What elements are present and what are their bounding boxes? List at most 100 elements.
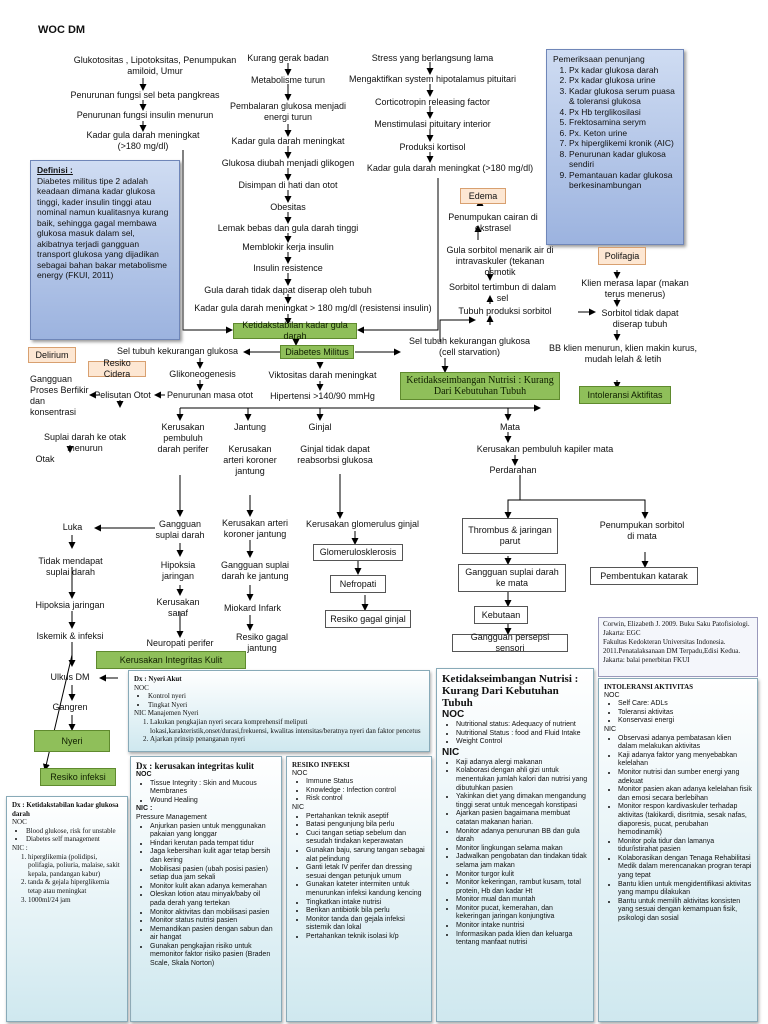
card-list-item: Nutritional Status : food and Fluid Inta…	[456, 730, 588, 739]
card-list-item: Pertahankan teknik aseptif	[306, 813, 426, 822]
nyeri-box: Nyeri	[34, 730, 110, 752]
card-list-item: Informasikan pada klien dan keluarga ten…	[456, 931, 588, 948]
card-list-item: Jaga kebersihan kulit agar tetap bersih …	[150, 848, 276, 865]
flow-col3-4: Menstimulasi pituitary interior	[374, 119, 491, 129]
jantung-2: Kerusakan arteri koroner jantung	[221, 518, 289, 539]
card-list-item: Monitor status nutrisi pasien	[150, 917, 276, 926]
delirium-box: Delirium	[28, 347, 76, 363]
card-list-item: Monitor lingkungan selama makan	[456, 845, 588, 854]
card-list-item: Anjurkan pasien untuk menggunakan pakaia…	[150, 823, 276, 840]
perifer-2: Hipoksia jaringan	[160, 560, 196, 581]
card-list-item: Kolaborasikan dengan Tenaga Rehabilitasi…	[618, 855, 752, 881]
exam-item: Penurunan kadar glukosa sendiri	[569, 149, 677, 170]
card-list-item: Gunakan pengkajian risiko untuk memonito…	[150, 943, 276, 969]
perifer-3: Kerusakan saraf	[156, 597, 200, 618]
card-list-item: Tissue Integrity : Skin and Mucous Membr…	[150, 780, 276, 797]
card-infeksi-nic: NIC	[292, 803, 305, 811]
card-nyeri-noc-list: Kontrol nyeriTingkat Nyeri	[134, 692, 424, 709]
flow-col2-12: Kadar gula darah meningkat > 180 mg/dl (…	[194, 303, 432, 313]
exam-item: Frektosamina serym	[569, 117, 677, 128]
card-list-item: Ajarkan pasien bagaimana membuat catatan…	[456, 810, 588, 827]
flow-col2-7: Obesitas	[270, 202, 306, 212]
card-list-item: Kaji adanya alergi makanan	[456, 759, 588, 768]
card-list-item: Immune Status	[306, 778, 426, 787]
jantung-4: Miokard Infark	[223, 603, 282, 613]
card-list-item: Diabetes self management	[26, 835, 122, 844]
card-list-item: Monitor aktivitas dan mobilisasi pasien	[150, 909, 276, 918]
card-infeksi-title: RESIKO INFEKSI	[292, 761, 350, 769]
flow-right-5: Sel tubuh kekurangan glukosa (cell starv…	[408, 336, 531, 357]
mata-3: Thrombus & jaringan parut	[462, 518, 558, 554]
intoleransi-box: Intoleransi Aktifitas	[579, 386, 671, 404]
card-list-item: Hindari kerutan pada tempat tidur	[150, 840, 276, 849]
card-nyeri: Dx : Nyeri Akut NOC Kontrol nyeriTingkat…	[128, 670, 430, 752]
card-kulit-nic-sub: Pressure Management	[136, 813, 207, 821]
card-list-item: Lakukan pengkajian nyeri secara komprehe…	[150, 718, 424, 735]
edema-box: Edema	[460, 188, 506, 204]
ginjal-2: Kerusakan glomerulus ginjal	[305, 519, 420, 529]
exam-list: Px kadar glukosa darahPx kadar glukosa u…	[553, 65, 677, 191]
exam-item: Kadar glukosa serum puasa & toleransi gl…	[569, 86, 677, 107]
card-aktifitas-noc-list: Self Care: ADLsToleransi aktivitasKonser…	[604, 700, 752, 726]
flow-mid-1: Viktositas darah meningkat	[268, 370, 377, 380]
jantung-3: Gangguan suplai darah ke jantung	[220, 560, 290, 581]
exam-heading: Pemeriksaan penunjang	[553, 54, 645, 64]
card-infeksi-noc: NOC	[292, 769, 308, 777]
flow-col2-4: Kadar gula darah meningkat	[231, 136, 345, 146]
kerusakan-kulit-box: Kerusakan Integritas Kulit	[96, 651, 246, 669]
card-dx-gula-noc-list: Blood glukose, risk for unstableDiabetes…	[12, 827, 122, 844]
card-list-item: Monitor kulit akan adanya kemerahan	[150, 883, 276, 892]
perifer-5: Resiko gagal jantung	[235, 632, 289, 653]
card-list-item: Memandikan pasien dengan sabun dan air h…	[150, 926, 276, 943]
card-nutrisi-nic: NIC	[442, 746, 460, 758]
mata-7: Kebutaan	[474, 606, 528, 624]
card-list-item: Monitor pola tidur dan lamanya tidur/ist…	[618, 838, 752, 855]
flow-col1-3: Penurunan fungsi insulin menurun	[76, 110, 214, 120]
flow-col3-6: Kadar gula darah meningkat (>180 mg/dl)	[366, 163, 534, 173]
flow-col2-9: Memblokir kerja insulin	[242, 242, 334, 252]
organ-jantung: Jantung	[233, 422, 267, 432]
flow-col3-5: Produksi kortisol	[399, 142, 466, 152]
dm-box: Diabetes Militus	[280, 345, 354, 359]
luka-2: Tidak mendapat suplai darah	[38, 556, 103, 577]
card-list-item: Jadwalkan pengobatan dan tindakan tidak …	[456, 853, 588, 870]
card-list-item: Ajarkan prinsip penanganan nyeri	[150, 735, 424, 744]
exam-item: Px Hb terglikosilasi	[569, 107, 677, 118]
exam-item: Px. Keton urine	[569, 128, 677, 139]
luka-3: Hipoksia jaringan	[35, 600, 105, 610]
exam-item: Px hiperglikemi kronik (AIC)	[569, 138, 677, 149]
polifagia-box: Polifagia	[598, 247, 646, 265]
card-nyeri-title: Dx : Nyeri Akut	[134, 675, 182, 683]
card-aktifitas-title: INTOLERANSI AKTIVITAS	[604, 683, 694, 691]
card-aktifitas-noc: NOC	[604, 691, 620, 699]
exam-card: Pemeriksaan penunjang Px kadar glukosa d…	[546, 49, 684, 245]
card-list-item: Kolaborasi dengan ahli gizi untuk menent…	[456, 767, 588, 793]
flow-right-2: Gula sorbitol menarik air di intravaskul…	[446, 245, 554, 277]
card-kulit-noc: NOC	[136, 771, 152, 778]
card-list-item: tanda & gejala hiperglikemia tetap atau …	[28, 878, 122, 895]
flow-col2-1: Kurang gerak badan	[247, 53, 329, 63]
card-list-item: Kaji adanya faktor yang menyebabkan kele…	[618, 752, 752, 769]
luka-5: Ulkus DM	[50, 672, 90, 682]
card-infeksi: RESIKO INFEKSI NOC Immune StatusKnowledg…	[286, 756, 432, 1022]
card-nutrisi-noc: NOC	[442, 709, 465, 720]
card-list-item: Pertahankan teknik isolasi k/p	[306, 933, 426, 942]
card-list-item: Observasi adanya pembatasan klien dalam …	[618, 735, 752, 752]
card-list-item: hiperglikemia (polidipsi, polifagia, pol…	[28, 853, 122, 879]
polifagia-flow-1: Klien merasa lapar (makan terus menerus)	[581, 278, 689, 299]
flow-left-6: Otak	[35, 454, 55, 464]
card-list-item: Monitor mual dan muntah	[456, 896, 588, 905]
card-list-item: Batasi pengunjung bila perlu	[306, 821, 426, 830]
card-list-item: Kontrol nyeri	[148, 692, 424, 701]
card-infeksi-noc-list: Immune StatusKnowledge : Infection contr…	[292, 778, 426, 804]
flow-left-1: Sel tubuh kekurangan glukosa	[116, 346, 239, 356]
flow-col2-6: Disimpan di hati dan otot	[238, 180, 338, 190]
ginjal-5: Resiko gagal ginjal	[325, 610, 411, 628]
mata-2: Perdarahan	[489, 465, 537, 475]
card-list-item: Monitor intake nuntrisi	[456, 922, 588, 931]
mata-4: Penumpukan sorbitol di mata	[599, 520, 685, 541]
flow-col2-10: Insulin resistence	[253, 263, 323, 273]
card-list-item: Yakinkan diet yang dimakan mengandung ti…	[456, 793, 588, 810]
card-aktifitas: INTOLERANSI AKTIVITAS NOC Self Care: ADL…	[598, 678, 758, 1022]
card-list-item: Bantu klien untuk mengidentifikasi aktiv…	[618, 881, 752, 898]
